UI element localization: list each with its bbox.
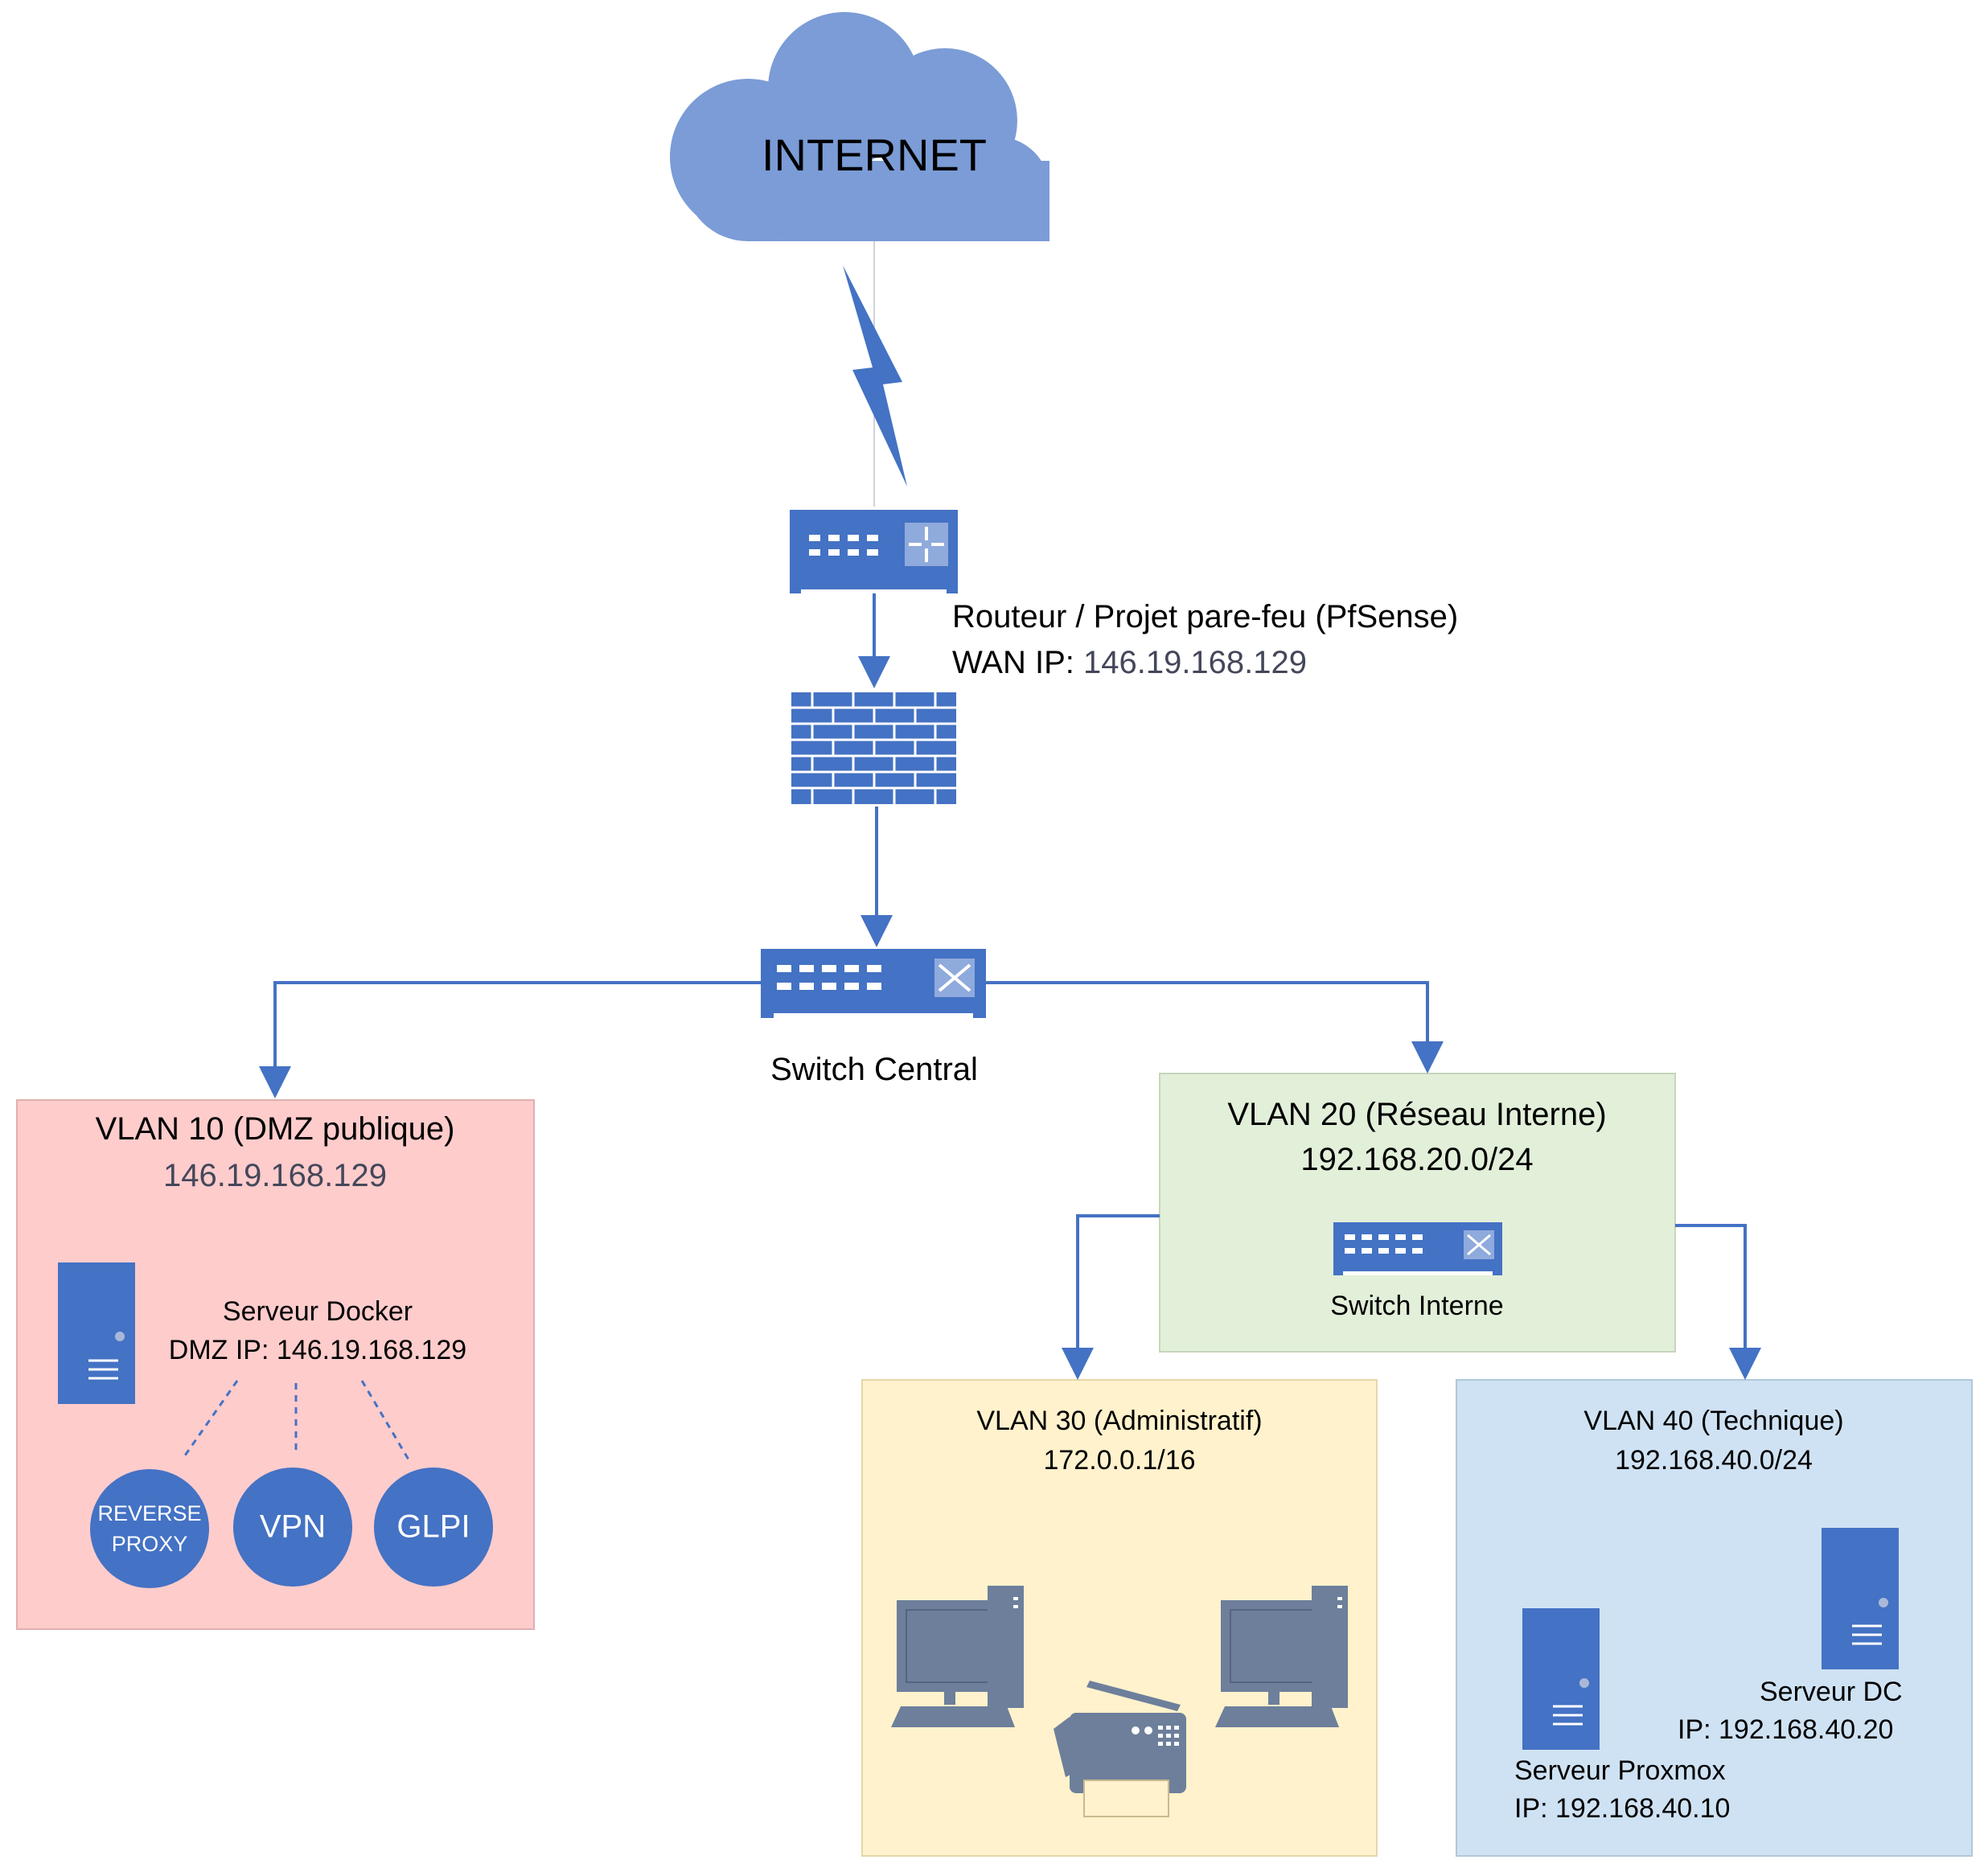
- proxy-label: PROXY: [111, 1532, 188, 1556]
- dc-server-name: Serveur DC: [1760, 1677, 1903, 1707]
- vlan10-title: VLAN 10 (DMZ publique): [95, 1111, 455, 1147]
- vlan20-box: [1159, 1073, 1676, 1353]
- reverse-label: REVERSE: [97, 1501, 202, 1525]
- lightning-icon: [843, 265, 907, 486]
- proxmox-server-ip: IP: 192.168.40.10: [1514, 1793, 1731, 1824]
- link-to-vlan40: [1675, 1224, 1761, 1380]
- wan-prefix: WAN IP:: [952, 645, 1083, 680]
- service-links: [183, 1380, 410, 1460]
- docker-server-ip: DMZ IP: 146.19.168.129: [168, 1335, 467, 1365]
- switch-interne-label: Switch Interne: [1330, 1291, 1504, 1321]
- vlan10-subnet: 146.19.168.129: [162, 1158, 388, 1193]
- vlan40-title: VLAN 40 (Technique): [1583, 1406, 1844, 1436]
- docker-server-icon: [58, 1262, 135, 1404]
- reverse-proxy-label: REVERSE PROXY: [97, 1498, 201, 1559]
- router-label: Routeur / Projet pare-feu (PfSense): [952, 599, 1459, 634]
- glpi-label: GLPI: [396, 1509, 470, 1545]
- vpn-circle: [233, 1468, 352, 1587]
- link-to-vlan20: [986, 981, 1444, 1074]
- link-to-vlan30: [1062, 1214, 1160, 1380]
- reverse-proxy-circle: [90, 1469, 209, 1588]
- proxmox-server-icon: [1522, 1608, 1600, 1750]
- cloud-icon: [670, 12, 1049, 241]
- proxmox-server-name: Serveur Proxmox: [1514, 1755, 1726, 1786]
- router-icon: [790, 510, 958, 594]
- vlan30-title: VLAN 30 (Administratif): [976, 1406, 1263, 1436]
- vpn-label: VPN: [259, 1509, 327, 1545]
- vlan30-subnet: 172.0.0.1/16: [1043, 1445, 1196, 1476]
- internet-label: INTERNET: [762, 129, 987, 180]
- printer-icon: [1054, 1681, 1186, 1817]
- vlan20-subnet: 192.168.20.0/24: [1300, 1142, 1534, 1177]
- router-wan: WAN IP: 146.19.168.129: [952, 645, 1307, 681]
- vlan40-subnet: 192.168.40.0/24: [1615, 1445, 1813, 1476]
- vlan20-title: VLAN 20 (Réseau Interne): [1227, 1097, 1607, 1132]
- glpi-circle: [374, 1468, 493, 1587]
- workstation-icon: [891, 1586, 1024, 1727]
- dc-server-ip: IP: 192.168.40.20: [1678, 1714, 1894, 1745]
- docker-server-name: Serveur Docker: [222, 1296, 413, 1327]
- switch-interne-icon: [1333, 1222, 1502, 1275]
- switch-central-icon: [761, 949, 986, 1018]
- link-to-vlan10: [259, 981, 761, 1098]
- firewall-icon: [791, 692, 956, 804]
- wan-ip: 146.19.168.129: [1082, 645, 1308, 680]
- dc-server-icon: [1822, 1528, 1899, 1669]
- switch-central-label: Switch Central: [770, 1052, 978, 1087]
- workstation-icon: [1215, 1586, 1348, 1727]
